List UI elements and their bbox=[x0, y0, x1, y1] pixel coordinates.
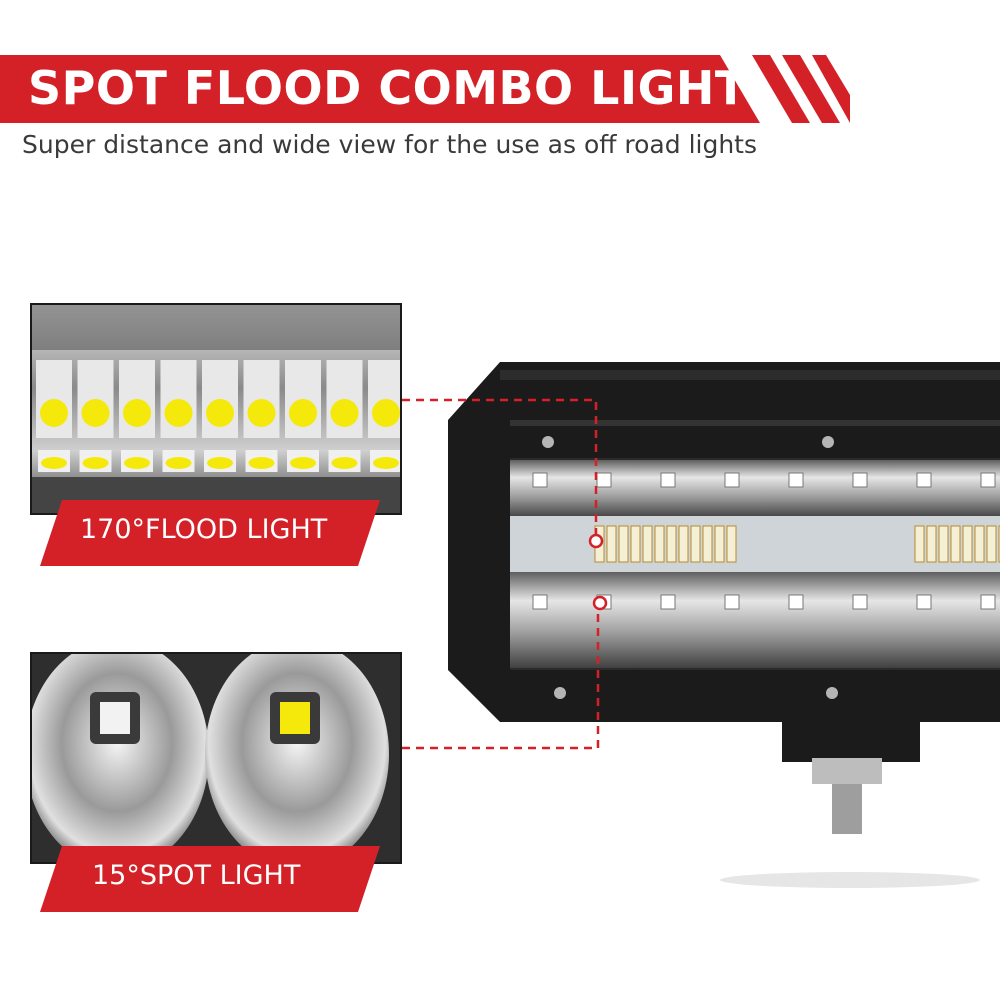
bar-led bbox=[724, 472, 740, 488]
bar-led bbox=[532, 472, 548, 488]
bar-led bbox=[916, 472, 932, 488]
bar-led bbox=[788, 472, 804, 488]
page-subtitle: Super distance and wide view for the use… bbox=[22, 130, 757, 159]
led-dot-lower bbox=[41, 457, 67, 469]
bar-flood-chip bbox=[606, 525, 617, 563]
bar-flood-chip bbox=[914, 525, 925, 563]
bar-flood-chip bbox=[714, 525, 725, 563]
bar-flood-chip bbox=[630, 525, 641, 563]
led-dot bbox=[40, 399, 68, 427]
bar-flood-chip bbox=[690, 525, 701, 563]
flood-led-chips-illustration bbox=[32, 305, 400, 513]
bar-flood-chip bbox=[678, 525, 689, 563]
bar-flood-chip bbox=[642, 525, 653, 563]
bar-flood-chip bbox=[950, 525, 961, 563]
bar-led bbox=[852, 594, 868, 610]
led-dot-lower bbox=[165, 457, 192, 469]
spot-label-tag bbox=[40, 846, 380, 912]
led-dot-lower bbox=[124, 457, 150, 469]
bar-led bbox=[660, 594, 676, 610]
bar-flood-chip bbox=[666, 525, 677, 563]
led-dot-lower bbox=[248, 457, 275, 469]
page-title: SPOT FLOOD COMBO LIGHT bbox=[28, 61, 747, 115]
led-dot-lower bbox=[290, 457, 316, 469]
bar-flood-chip bbox=[618, 525, 629, 563]
bar-flood-chip bbox=[926, 525, 937, 563]
led-dot-lower bbox=[207, 457, 233, 469]
bar-flood-chip bbox=[938, 525, 949, 563]
bar-flood-chip bbox=[974, 525, 985, 563]
spot-light-label: 15°SPOT LIGHT bbox=[92, 860, 301, 891]
bar-led bbox=[980, 594, 996, 610]
bar-flood-chip bbox=[986, 525, 997, 563]
led-dot bbox=[289, 399, 317, 427]
spot-reflector-illustration bbox=[32, 654, 400, 862]
bar-led bbox=[532, 594, 548, 610]
bar-led bbox=[916, 594, 932, 610]
bar-flood-chip bbox=[702, 525, 713, 563]
title-banner bbox=[0, 55, 850, 123]
bar-flood-chip bbox=[726, 525, 737, 563]
bar-led bbox=[596, 472, 612, 488]
led-dot bbox=[247, 399, 276, 427]
bar-flood-chip bbox=[962, 525, 973, 563]
bar-led bbox=[724, 594, 740, 610]
spot-light-closeup bbox=[30, 652, 402, 864]
bar-led bbox=[980, 472, 996, 488]
flood-light-closeup bbox=[30, 303, 402, 515]
led-dot bbox=[206, 399, 234, 427]
bar-led bbox=[852, 472, 868, 488]
led-dot bbox=[372, 399, 400, 427]
led-dot bbox=[123, 399, 151, 427]
led-dot-lower bbox=[331, 457, 358, 469]
bar-led bbox=[788, 594, 804, 610]
led-dot-lower bbox=[373, 457, 399, 469]
bar-led bbox=[660, 472, 676, 488]
led-dot bbox=[81, 399, 110, 427]
led-dot bbox=[164, 399, 193, 427]
bar-flood-chip bbox=[654, 525, 665, 563]
led-light-bar-image bbox=[448, 362, 1000, 888]
flood-light-label: 170°FLOOD LIGHT bbox=[80, 514, 328, 545]
led-dot-lower bbox=[82, 457, 109, 469]
bar-flood-chip bbox=[594, 525, 605, 563]
flood-label-tag bbox=[40, 500, 380, 566]
led-dot bbox=[330, 399, 359, 427]
bar-led bbox=[596, 594, 612, 610]
